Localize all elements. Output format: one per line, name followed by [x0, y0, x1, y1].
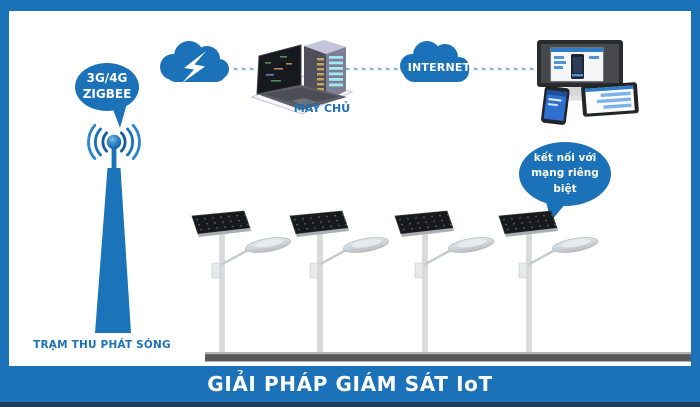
page-title: GIẢI PHÁP GIÁM SÁT IoT	[207, 372, 493, 396]
speech-bubble-3g4g	[75, 63, 139, 128]
cloud-lightning-icon	[160, 41, 229, 83]
frame-border-top	[0, 0, 700, 11]
solar-streetlight-icon	[393, 209, 496, 357]
monitor-phone-tablet-icon	[537, 40, 639, 125]
broadcast-tower-icon	[95, 168, 131, 333]
bottom-navy-strip	[0, 402, 700, 407]
title-bar: GIẢI PHÁP GIÁM SÁT IoT	[0, 366, 700, 402]
solar-streetlight-icon	[288, 209, 391, 357]
solar-streetlight-icon	[190, 209, 293, 357]
internet-cloud-icon	[400, 41, 469, 82]
solar-streetlight-icon	[497, 209, 600, 357]
antenna-icon	[87, 124, 141, 333]
lightning-icon	[182, 51, 206, 83]
ground-bar	[205, 352, 691, 362]
speech-bubble-network	[519, 142, 611, 221]
laptop-server-icon	[250, 40, 354, 115]
frame-border-right	[691, 0, 700, 370]
frame-border-left	[0, 0, 9, 370]
